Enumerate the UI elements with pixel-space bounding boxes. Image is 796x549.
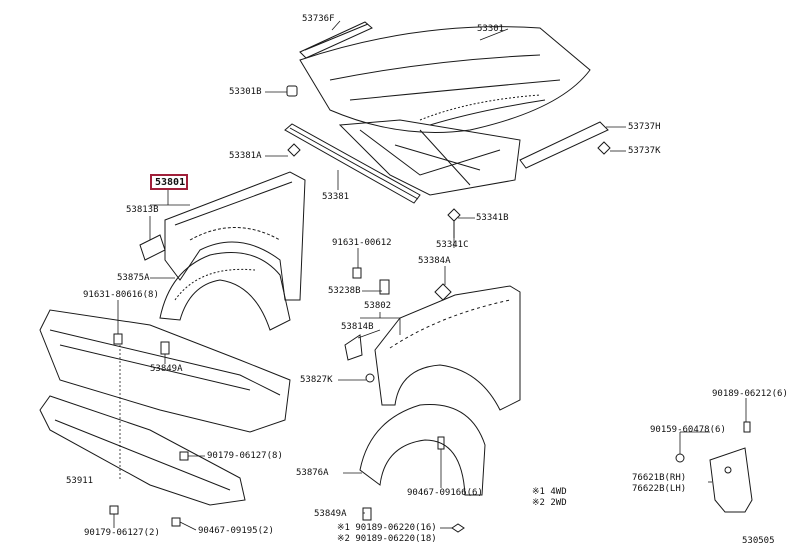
callout-90179-06127-a[interactable]: 90179-06127(8)	[207, 451, 283, 461]
clip-53341c[interactable]	[447, 208, 461, 238]
clip-90179-06127-a[interactable]	[179, 451, 189, 461]
callout-53876a[interactable]: 53876A	[296, 468, 329, 478]
callout-53827k[interactable]: 53827K	[300, 375, 333, 385]
clip-53827k[interactable]	[365, 373, 375, 383]
callout-91631-00612[interactable]: 91631-00612	[332, 238, 392, 248]
clip-53849a-top[interactable]	[160, 341, 170, 355]
callout-53341c[interactable]: 53341C	[436, 240, 469, 250]
callout-53384a[interactable]: 53384A	[418, 256, 451, 266]
callout-53911[interactable]: 53911	[66, 476, 94, 486]
callout-90189-06220-b[interactable]: ※2 90189-06220(18)	[337, 534, 437, 544]
washer-90159-60478[interactable]	[675, 453, 685, 463]
callout-53737k[interactable]: 53737K	[628, 146, 661, 156]
fender-53802[interactable]	[374, 285, 521, 411]
mudguard-76621b[interactable]	[709, 447, 753, 513]
clip-90467-09195[interactable]	[171, 517, 181, 527]
liner-53876a[interactable]	[359, 404, 486, 496]
callout-53802[interactable]: 53802	[364, 301, 392, 311]
clip-53737k[interactable]	[597, 141, 611, 155]
callout-53875a[interactable]: 53875A	[117, 273, 150, 283]
seal-53381[interactable]	[284, 123, 421, 204]
weatherstrip-53736f[interactable]	[299, 21, 373, 59]
callout-53849a-bot[interactable]: 53849A	[314, 509, 347, 519]
callout-90189-06212[interactable]: 90189-06212(6)	[712, 389, 788, 399]
clip-91631-00612[interactable]	[352, 267, 362, 279]
callout-91631-80616[interactable]: 91631-80616(8)	[83, 290, 159, 300]
callout-90159-60478[interactable]: 90159-60478(6)	[650, 425, 726, 435]
callout-76622b[interactable]: 76622B(LH)	[632, 484, 687, 494]
bumper-cover[interactable]	[39, 309, 291, 433]
clip-90179-06127-b[interactable]	[109, 505, 119, 515]
callout-90179-06127-b[interactable]: 90179-06127(2)	[84, 528, 160, 538]
liner-53875a[interactable]	[159, 252, 291, 331]
screw-90189-06212[interactable]	[743, 421, 751, 433]
callout-53813b[interactable]: 53813B	[126, 205, 159, 215]
callout-53301[interactable]: 53301	[477, 24, 505, 34]
drivetrain-notes: ※1 4WD ※2 2WD	[532, 487, 567, 509]
clip-53384a[interactable]	[434, 283, 452, 301]
callout-90467-09195[interactable]: 90467-09195(2)	[198, 526, 274, 536]
seal-53737h[interactable]	[519, 121, 609, 169]
callout-53301b[interactable]: 53301B	[229, 87, 262, 97]
clip-53381a[interactable]	[287, 143, 301, 157]
note-4wd: ※1 4WD	[532, 487, 567, 497]
hood-53301[interactable]	[299, 26, 591, 133]
callout-90189-06220-a[interactable]: ※1 90189-06220(16)	[337, 523, 437, 533]
bracket-53813b[interactable]	[139, 234, 166, 261]
callout-76621b[interactable]: 76621B(RH)	[632, 473, 687, 483]
callout-53737h[interactable]: 53737H	[628, 122, 661, 132]
callout-53736f[interactable]: 53736F	[302, 14, 335, 24]
callout-53381a[interactable]: 53381A	[229, 151, 262, 161]
clip-53849a-bot[interactable]	[362, 507, 372, 521]
screw-90189-06220[interactable]	[451, 523, 465, 533]
hood-frame-53341b[interactable]	[338, 119, 521, 196]
note-2wd: ※2 2WD	[532, 498, 567, 508]
fender-53801[interactable]	[164, 171, 306, 301]
callout-53238b[interactable]: 53238B	[328, 286, 361, 296]
highlight-box-53801[interactable]: 53801	[150, 174, 188, 190]
callout-53341b[interactable]: 53341B	[476, 213, 509, 223]
clip-91631-80616[interactable]	[113, 333, 123, 345]
callout-90467-09166[interactable]: 90467-09166(6)	[407, 488, 483, 498]
callout-53381[interactable]: 53381	[322, 192, 350, 202]
figure-code: 530505	[742, 536, 775, 546]
callout-53849a-top[interactable]: 53849A	[150, 364, 183, 374]
bracket-53814b[interactable]	[344, 334, 363, 361]
clip-53301b[interactable]	[286, 85, 298, 97]
highlight-part-number: 53801	[155, 177, 186, 188]
callout-53814b[interactable]: 53814B	[341, 322, 374, 332]
leader-lines	[113, 20, 747, 531]
bumper-reinf-53911[interactable]	[39, 395, 246, 506]
clip-53238b[interactable]	[379, 279, 390, 295]
